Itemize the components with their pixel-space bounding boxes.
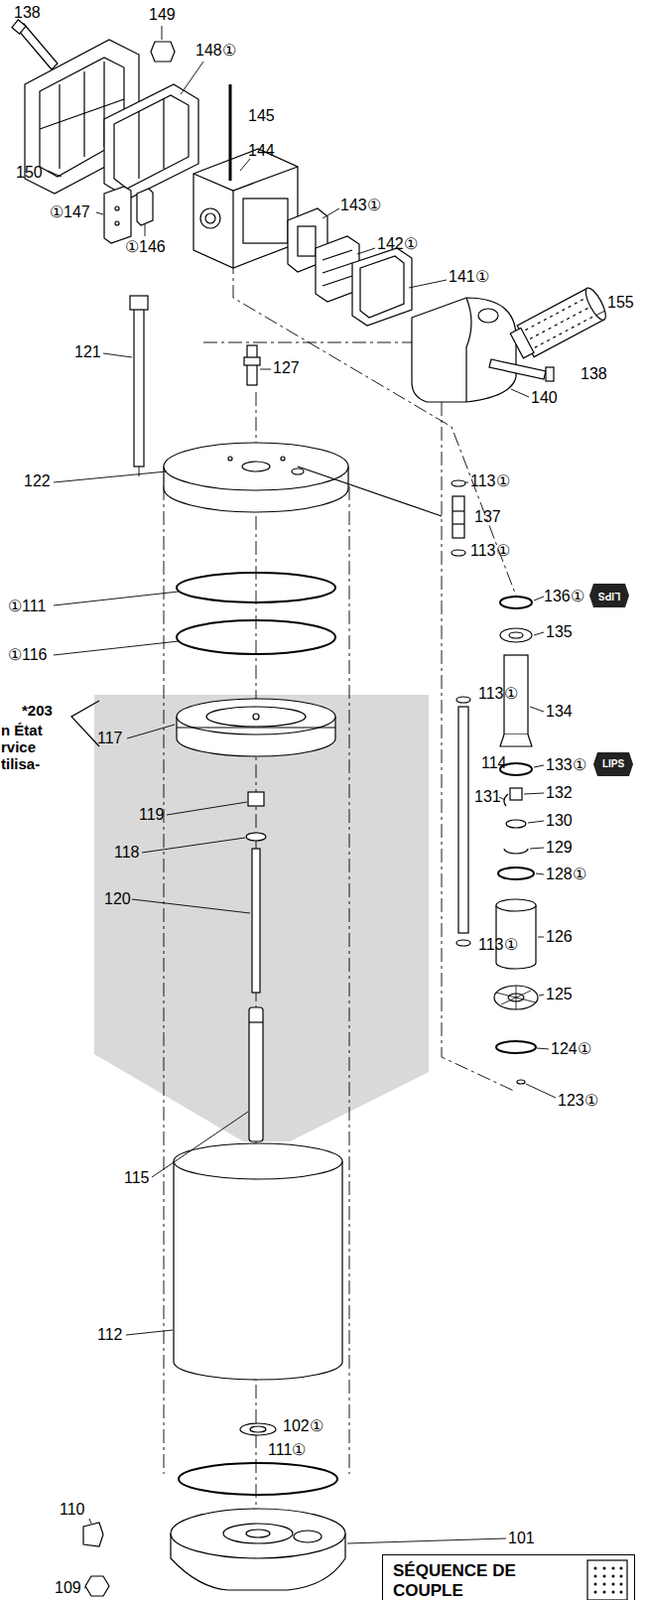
callout-number: 144	[248, 141, 275, 160]
callout-number: 115	[124, 1168, 150, 1187]
callout-number: 102①	[282, 1417, 324, 1435]
note-text: tilisa-	[0, 755, 40, 774]
callout-number: 113①	[478, 684, 518, 703]
box-heading: SÉQUENCE DE COUPLE	[383, 1554, 542, 1600]
callout-number: 112	[97, 1325, 124, 1344]
callout-number: 123①	[557, 1091, 599, 1110]
callout-number: 126	[545, 927, 573, 946]
callout-number: 125	[545, 985, 573, 1004]
callout-number: 124①	[550, 1039, 592, 1058]
callout-number: 117	[97, 729, 124, 748]
callout-number: 148①	[195, 41, 237, 60]
callout-number: 122	[23, 472, 51, 491]
callout-number: 155	[607, 293, 635, 312]
callout-number: 113①	[470, 472, 511, 491]
callout-number: 141①	[448, 267, 490, 286]
torque-sequence-box: SÉQUENCE DE COUPLE	[382, 1553, 636, 1600]
callout-number: 138	[580, 365, 608, 384]
callout-number: 131	[474, 787, 502, 806]
note-text: n État	[0, 721, 43, 740]
callout-number: 138	[13, 3, 41, 22]
callout-number: 150	[15, 163, 43, 182]
callout-number: 101	[508, 1529, 535, 1548]
callout-number: ①147	[49, 203, 91, 222]
callout-number: ①116	[7, 646, 48, 664]
callout-number: 130	[545, 811, 573, 830]
lips-badge-text: LIPS	[598, 758, 629, 771]
callout-number: 145	[248, 107, 275, 126]
callout-number: 114	[481, 754, 508, 773]
callout-number: 140	[530, 388, 558, 407]
callout-number: 120	[104, 890, 131, 908]
callout-number: 136①	[543, 587, 585, 606]
callout-number: 110	[59, 1500, 86, 1519]
callout-number: 113①	[470, 541, 511, 560]
callout-number: 133①	[545, 756, 587, 775]
callout-number: 111①	[267, 1440, 306, 1459]
note-text: *203	[21, 701, 53, 720]
callout-number: 128①	[545, 865, 587, 884]
callout-number: 119	[138, 805, 165, 824]
callout-number: 118	[114, 843, 140, 862]
callout-number: 121	[74, 343, 102, 362]
callout-number: 134	[545, 702, 573, 721]
callout-number: ①146	[125, 238, 166, 257]
callout-number: 109	[54, 1578, 82, 1597]
callout-number: 129	[545, 838, 573, 857]
lips-badge-text: LIPS	[594, 589, 625, 602]
callout-number: 113①	[478, 935, 518, 954]
callout-number: ①111	[7, 597, 46, 616]
callout-number: 143①	[340, 196, 382, 215]
callout-number: 142①	[377, 235, 418, 254]
callout-number: 132	[545, 783, 573, 802]
callout-number: 149	[148, 5, 176, 24]
note-text: rvice	[0, 738, 36, 757]
callout-number: 135	[545, 623, 573, 642]
callout-number: 137	[474, 508, 502, 526]
callout-number: 127	[272, 359, 300, 378]
